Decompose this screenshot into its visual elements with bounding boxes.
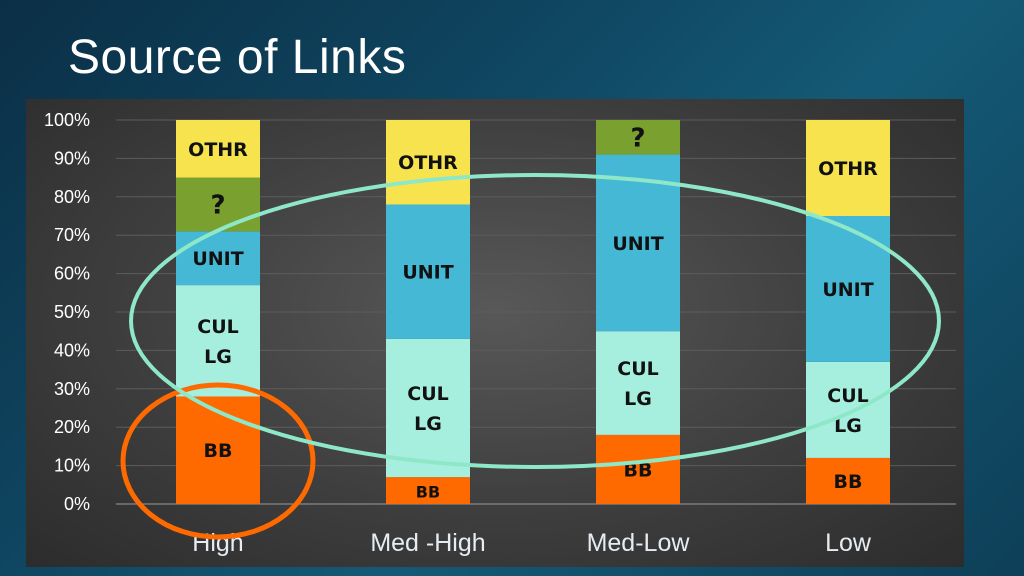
bar-segment [176, 177, 260, 232]
bar-group-med-high: BB CUL LG UNIT OTHR [386, 120, 470, 504]
x-axis: High Med -High Med-Low Low [192, 529, 872, 557]
data-label: ? [210, 190, 225, 220]
bar-segment [806, 361, 890, 458]
bar-segment [386, 204, 470, 339]
data-label: UNIT [402, 262, 453, 284]
bar-segment [596, 331, 680, 435]
y-tick-label: 100% [44, 110, 90, 130]
data-label: BB [416, 483, 440, 502]
x-tick-label: Med-Low [587, 529, 691, 557]
bar-segment [596, 434, 680, 504]
data-label: CUL [407, 383, 448, 405]
bar-segment [806, 216, 890, 362]
y-tick-label: 50% [54, 302, 90, 322]
bar-segment [806, 457, 890, 504]
x-tick-label: High [192, 529, 243, 557]
data-label: LG [204, 346, 232, 368]
bar-segment [176, 285, 260, 397]
y-tick-label: 30% [54, 379, 90, 399]
y-tick-label: 10% [54, 456, 90, 476]
bar-segment [386, 477, 470, 504]
data-label: BB [204, 440, 233, 462]
bar-segment [386, 338, 470, 478]
bars: BB CUL LG UNIT? OTHR BB CUL LG UNIT OTHR BB CUL LG UN… [176, 120, 890, 504]
bar-segment [176, 231, 260, 286]
y-tick-label: 70% [54, 225, 90, 245]
bar-group-med-low: BB CUL LG UNIT? [596, 120, 680, 504]
stacked-bar-chart: 0% 10% 20% 30% 40% 50% 60% 70% 80% 90% 100% BB CUL L… [44, 110, 956, 557]
y-tick-label: 0% [64, 494, 90, 514]
slide-title: Source of Links [68, 31, 407, 84]
data-label: BB [834, 471, 863, 493]
data-label: OTHR [398, 152, 458, 174]
chart-panel: 0% 10% 20% 30% 40% 50% 60% 70% 80% 90% 100% BB CUL L… [26, 99, 964, 567]
bar-group-high: BB CUL LG UNIT? OTHR [176, 120, 260, 504]
x-tick-label: Med -High [370, 529, 485, 557]
x-tick-label: Low [825, 529, 872, 557]
data-label: LG [414, 413, 442, 435]
data-label: CUL [827, 385, 868, 407]
annotations [120, 173, 941, 540]
data-label: UNIT [822, 279, 873, 301]
data-label: UNIT [192, 248, 243, 270]
y-axis: 0% 10% 20% 30% 40% 50% 60% 70% 80% 90% 100% [44, 110, 90, 514]
data-label: LG [834, 415, 862, 437]
data-label: OTHR [818, 158, 878, 180]
bar-segment [596, 120, 680, 155]
y-tick-label: 80% [54, 187, 90, 207]
bar-segment [176, 396, 260, 504]
data-label: LG [624, 388, 652, 410]
highlight-ellipse-middle [129, 173, 941, 469]
highlight-ellipse-bb [120, 382, 316, 540]
bar-segment [176, 120, 260, 178]
data-label: UNIT [612, 233, 663, 255]
y-tick-label: 20% [54, 417, 90, 437]
y-tick-label: 60% [54, 264, 90, 284]
y-tick-label: 40% [54, 340, 90, 360]
y-tick-label: 90% [54, 148, 90, 168]
bar-segment [386, 120, 470, 205]
data-label: ? [630, 123, 645, 153]
data-label: OTHR [188, 139, 248, 161]
bar-group-low: BB CUL LG UNIT OTHR [806, 120, 890, 504]
data-label: BB [624, 459, 653, 481]
bar-segment [806, 120, 890, 216]
data-label: CUL [617, 358, 658, 380]
data-label: CUL [197, 316, 238, 338]
